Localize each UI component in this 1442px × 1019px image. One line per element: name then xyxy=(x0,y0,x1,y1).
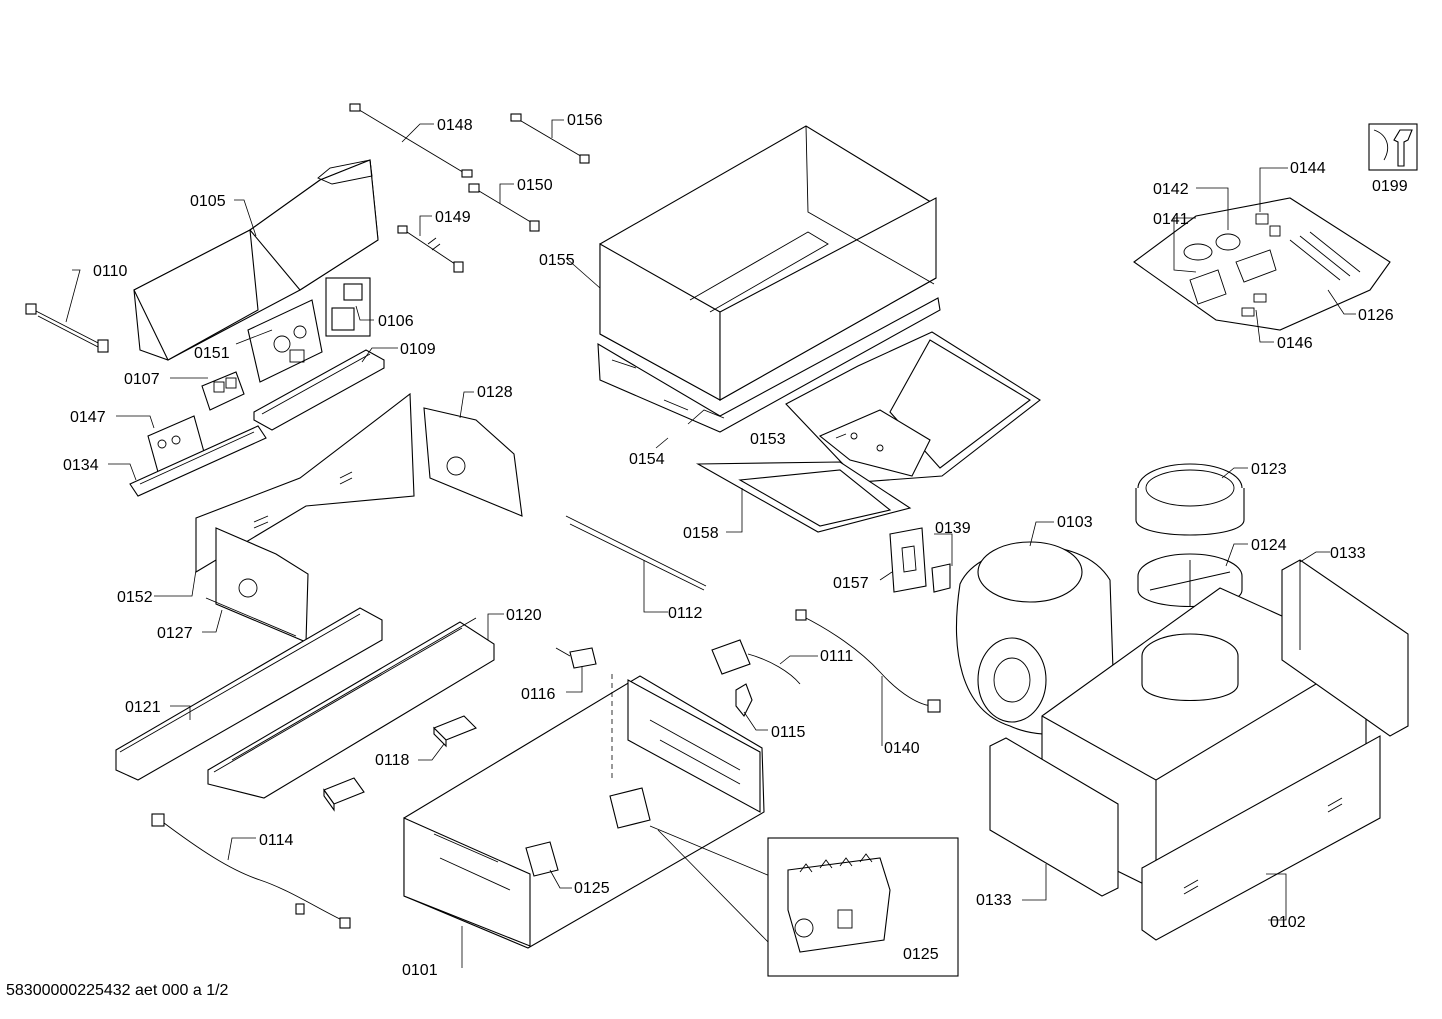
cable-0114 xyxy=(151,813,351,929)
detail-leader-lower xyxy=(657,829,771,945)
label-0153: 0153 xyxy=(750,431,786,448)
terminal-0125-mounted xyxy=(609,787,651,829)
terminal-0125-detail xyxy=(787,853,891,953)
label-0140: 0140 xyxy=(884,740,920,757)
ring-0123 xyxy=(1135,463,1245,536)
label-0141: 0141 xyxy=(1153,211,1189,228)
box-0155 xyxy=(599,125,937,401)
accessory-bag-0126 xyxy=(1133,197,1391,331)
sensor-0116 xyxy=(555,647,597,669)
label-0158: 0158 xyxy=(683,525,719,542)
label-0127: 0127 xyxy=(157,625,193,642)
document-id: 58300000225432 aet 000 a 1/2 xyxy=(6,982,229,999)
rod-0112 xyxy=(565,515,707,591)
label-0134: 0134 xyxy=(63,457,99,474)
cable-0149 xyxy=(397,225,464,273)
leader-lines xyxy=(65,119,1356,968)
label-0107: 0107 xyxy=(124,371,160,388)
cable-0156 xyxy=(510,113,590,164)
label-0116: 0116 xyxy=(521,686,556,703)
profile-0121 xyxy=(115,607,383,781)
label-0146: 0146 xyxy=(1277,335,1313,352)
detail-leader-upper xyxy=(649,825,771,877)
label-0133-right: 0133 xyxy=(1330,545,1366,562)
housing-0102 xyxy=(1041,587,1381,941)
label-0111: 0111 xyxy=(820,648,853,665)
label-0123: 0123 xyxy=(1251,461,1287,478)
label-0125-detail: 0125 xyxy=(903,946,939,963)
connector-0118-bottom xyxy=(323,777,365,812)
label-0148: 0148 xyxy=(437,117,473,134)
label-0103: 0103 xyxy=(1057,514,1093,531)
circuit-board-0151 xyxy=(247,299,323,383)
label-0112: 0112 xyxy=(668,605,703,622)
label-0142: 0142 xyxy=(1153,181,1189,198)
bracket-0157 xyxy=(889,527,927,593)
relay-0106 xyxy=(325,277,371,337)
label-0101: 0101 xyxy=(402,962,438,979)
label-0110: 0110 xyxy=(93,263,128,280)
label-0149: 0149 xyxy=(435,209,471,226)
label-0115: 0115 xyxy=(771,724,806,741)
filter-cassette-0153 xyxy=(785,331,1041,483)
blower-0103 xyxy=(955,541,1115,735)
cable-0150 xyxy=(468,183,540,232)
label-0105: 0105 xyxy=(190,193,226,210)
rail-0134 xyxy=(129,425,267,497)
cover-0127 xyxy=(205,527,309,643)
label-0144: 0144 xyxy=(1290,160,1326,177)
clip-0115 xyxy=(735,683,753,718)
connector-0118-top xyxy=(433,715,477,748)
label-0126: 0126 xyxy=(1358,307,1394,324)
label-0156: 0156 xyxy=(567,112,603,129)
part-labels: 0148 0156 0150 0149 0105 0110 0155 0106 … xyxy=(63,112,1408,979)
rail-0109 xyxy=(253,349,385,431)
label-0106: 0106 xyxy=(378,313,414,330)
label-0199: 0199 xyxy=(1372,178,1408,195)
label-0120: 0120 xyxy=(506,607,542,624)
foam-pad-0133-right xyxy=(1281,559,1409,737)
label-0118: 0118 xyxy=(375,752,410,769)
filter-tray-0158 xyxy=(695,461,912,533)
plug-0111 xyxy=(711,639,801,685)
frame-0101 xyxy=(403,674,765,949)
label-0147: 0147 xyxy=(70,409,106,426)
label-0128: 0128 xyxy=(477,384,513,401)
module-0107 xyxy=(201,371,245,411)
terminal-0125-small xyxy=(525,841,559,877)
label-0139: 0139 xyxy=(935,520,971,537)
label-0157: 0157 xyxy=(833,575,869,592)
label-0155: 0155 xyxy=(539,252,575,269)
label-0151: 0151 xyxy=(194,345,230,362)
cable-0140 xyxy=(795,609,941,713)
label-0114: 0114 xyxy=(259,832,294,849)
cover-plate-0128 xyxy=(423,407,523,517)
wrench-icon xyxy=(1368,123,1418,171)
switch-0139 xyxy=(931,563,951,593)
cable-0110 xyxy=(25,303,109,353)
terminal-block-0105 xyxy=(133,159,379,361)
label-0109: 0109 xyxy=(400,341,436,358)
label-0150: 0150 xyxy=(517,177,553,194)
label-0124: 0124 xyxy=(1251,537,1287,554)
label-0121: 0121 xyxy=(125,699,161,716)
label-0133-left: 0133 xyxy=(976,892,1012,909)
label-0102: 0102 xyxy=(1270,914,1306,931)
cable-0148 xyxy=(349,103,473,178)
foam-pad-0133-left xyxy=(989,737,1119,897)
profile-0120 xyxy=(207,617,495,799)
label-0152: 0152 xyxy=(117,589,153,606)
label-0125-main: 0125 xyxy=(574,880,610,897)
label-0154: 0154 xyxy=(629,451,665,468)
